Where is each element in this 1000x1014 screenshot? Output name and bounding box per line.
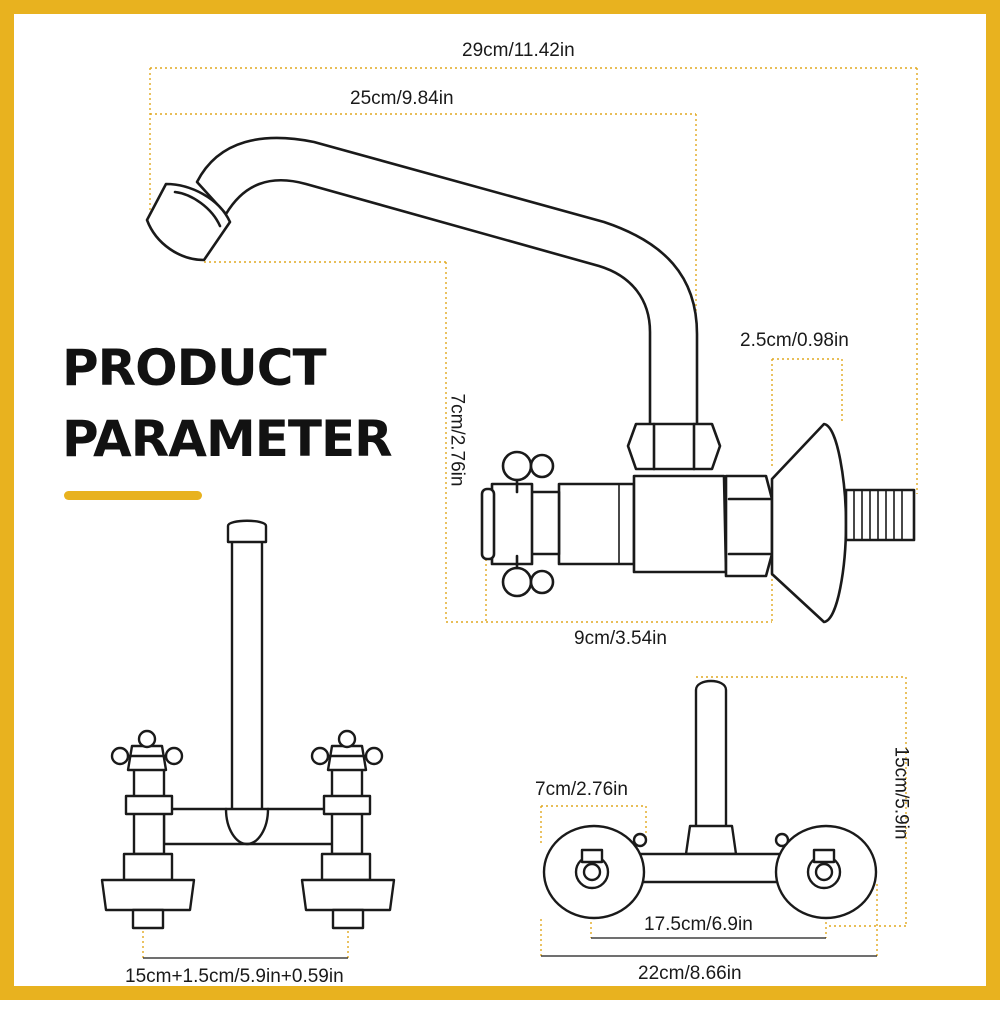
dim-center-distance: 17.5cm/6.9in xyxy=(644,914,753,935)
heading-accent-bar xyxy=(64,491,202,500)
dim-front-height: 15cm/5.9in xyxy=(890,746,912,840)
faucet-line-drawings xyxy=(100,67,918,959)
deck-mount-faucet xyxy=(100,519,396,930)
dim-spout-height: 7cm/2.76in xyxy=(446,393,468,487)
dim-body-length: 9cm/3.54in xyxy=(574,628,667,649)
heading-line-parameter: PARAMETER xyxy=(62,410,393,468)
wall-mount-faucet xyxy=(542,679,878,920)
dim-deck-spacing: 15cm+1.5cm/5.9in+0.59in xyxy=(125,966,344,987)
dimension-guides xyxy=(142,67,918,958)
dim-flange-diameter: 7cm/2.76in xyxy=(535,779,628,800)
dim-spout-reach: 25cm/9.84in xyxy=(350,88,454,109)
dimension-lines xyxy=(143,937,877,959)
dim-overall-width: 22cm/8.66in xyxy=(638,963,742,984)
dim-flange-depth: 2.5cm/0.98in xyxy=(740,330,849,351)
side-view-faucet xyxy=(145,136,916,624)
heading-line-product: PRODUCT xyxy=(62,339,327,397)
dim-total-length: 29cm/11.42in xyxy=(462,40,575,61)
